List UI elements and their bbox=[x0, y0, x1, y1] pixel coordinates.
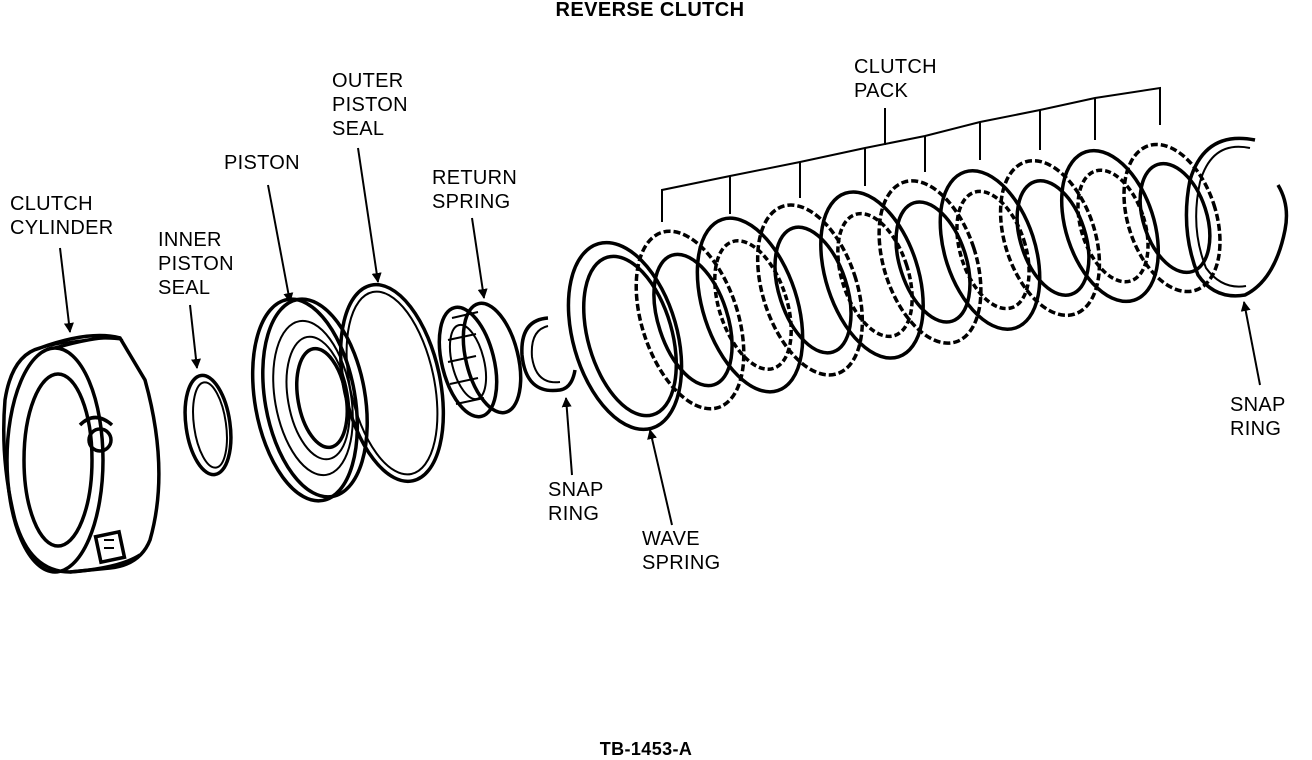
clutch-plate bbox=[877, 179, 983, 345]
diagram-title: REVERSE CLUTCH bbox=[555, 0, 745, 21]
clutch-plate-inner bbox=[713, 239, 793, 371]
clutch-plate bbox=[819, 190, 925, 360]
arrow-snap-ring-outer bbox=[1240, 301, 1261, 386]
clutch-plate bbox=[755, 203, 865, 377]
clutch-plate bbox=[998, 158, 1102, 318]
clutch-plate bbox=[695, 216, 805, 394]
clutch-plate bbox=[1059, 148, 1161, 304]
clutch-plate-inner bbox=[1138, 161, 1212, 275]
clutch-plate-inner bbox=[894, 200, 972, 324]
clutch-plate bbox=[634, 229, 746, 411]
label-piston: PISTON bbox=[224, 152, 300, 174]
clutch-pack bbox=[634, 142, 1222, 411]
snap-ring-outer bbox=[1184, 136, 1289, 298]
clutch-plate bbox=[1122, 142, 1222, 294]
arrow-outer-piston-seal bbox=[357, 147, 382, 283]
figure-id: TB-1453-A bbox=[599, 739, 693, 759]
arrow-wave-spring bbox=[647, 429, 673, 526]
return-spring bbox=[437, 301, 523, 419]
clutch-plate-inner bbox=[955, 189, 1031, 311]
clutch-cylinder bbox=[2, 333, 161, 574]
clutch-plate bbox=[938, 169, 1042, 331]
leader-arrows bbox=[59, 147, 1261, 526]
inner-piston-seal bbox=[183, 373, 233, 477]
clutch-plate-inner bbox=[1015, 179, 1091, 297]
arrow-piston bbox=[267, 184, 294, 303]
snap-ring-inner bbox=[520, 316, 577, 393]
clutch-plate-inner bbox=[1076, 168, 1150, 284]
clutch-plate-inner bbox=[836, 211, 914, 339]
clutch-plate-inner bbox=[773, 225, 853, 355]
arrow-snap-ring-inner bbox=[561, 397, 573, 476]
piston bbox=[250, 297, 369, 503]
wave-spring bbox=[566, 240, 684, 432]
outer-piston-seal bbox=[338, 282, 446, 484]
arrow-return-spring bbox=[471, 217, 488, 299]
clutch-plate-inner bbox=[652, 252, 734, 388]
arrow-clutch-cylinder bbox=[59, 247, 74, 333]
clutch-pack-bracket bbox=[661, 86, 1161, 222]
arrow-inner-piston-seal bbox=[189, 304, 201, 369]
